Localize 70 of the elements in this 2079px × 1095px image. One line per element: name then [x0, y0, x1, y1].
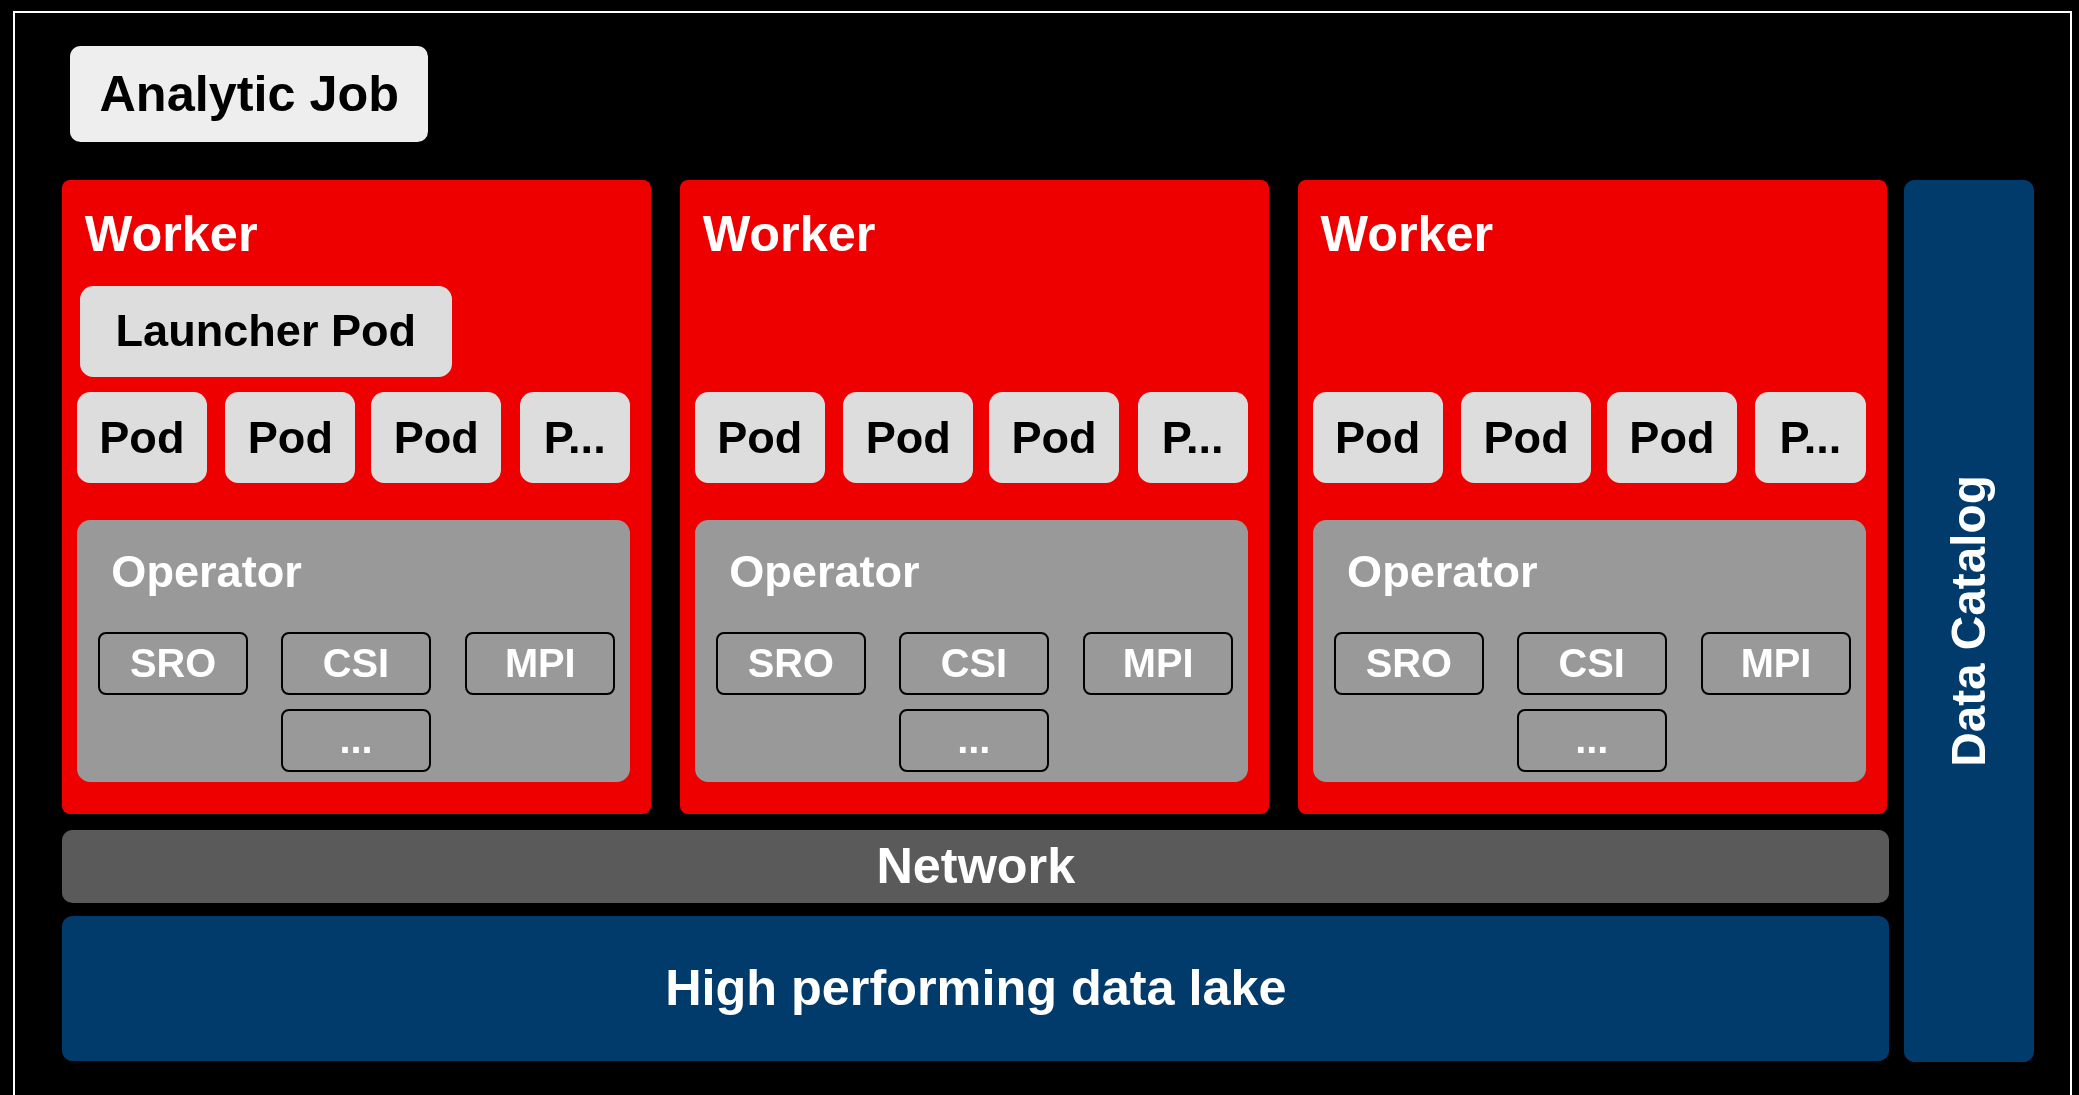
- module-box: [715, 632, 866, 695]
- network-bar: [62, 830, 1890, 903]
- data-catalog-bar: [1903, 180, 2034, 1063]
- pod-box: [1137, 392, 1248, 483]
- module-label: ...: [1575, 720, 1609, 761]
- pod-box: [694, 392, 825, 483]
- pod-box: [371, 392, 502, 483]
- module-label: ...: [339, 720, 373, 761]
- pod-label: Pod: [1335, 415, 1421, 461]
- pod-label: Pod: [1483, 415, 1569, 461]
- module-label: SRO: [747, 643, 834, 684]
- pod-box: [1461, 392, 1592, 483]
- pod-box: [1606, 392, 1737, 483]
- module-box: [281, 632, 431, 695]
- pod-box: [76, 392, 207, 483]
- launcher-pod-box: [79, 286, 453, 377]
- pod-label: Pod: [865, 415, 951, 461]
- worker-panel: [1298, 180, 1887, 815]
- pod-label: Pod: [1629, 415, 1715, 461]
- module-label: SRO: [1365, 643, 1452, 684]
- module-box: [98, 632, 248, 695]
- module-box: [898, 632, 1049, 695]
- pod-box: [1755, 392, 1866, 483]
- data-lake-bar: [62, 916, 1890, 1061]
- pod-label: P...: [543, 415, 606, 461]
- network-label: Network: [876, 841, 1076, 892]
- module-label: MPI: [1122, 643, 1194, 684]
- pod-label: P...: [1161, 415, 1224, 461]
- pod-label: P...: [1779, 415, 1842, 461]
- module-box: [1701, 632, 1851, 695]
- pod-box: [519, 392, 630, 483]
- module-box: [1516, 709, 1667, 772]
- module-label: ...: [957, 720, 991, 761]
- module-label: SRO: [129, 643, 217, 684]
- module-label: CSI: [322, 643, 390, 684]
- pod-label: Launcher Pod: [115, 308, 417, 354]
- worker-title: Worker: [702, 209, 876, 260]
- worker-panel: [680, 180, 1269, 815]
- module-box: [465, 632, 616, 695]
- module-box: [898, 709, 1049, 772]
- operator-title: Operator: [111, 548, 302, 594]
- module-box: [1083, 632, 1234, 695]
- pod-label: Pod: [99, 415, 185, 461]
- pod-box: [225, 392, 356, 483]
- pod-box: [1312, 392, 1443, 483]
- module-label: MPI: [1740, 643, 1812, 684]
- pod-label: Pod: [1011, 415, 1097, 461]
- module-box: [281, 709, 431, 772]
- pod-box: [843, 392, 974, 483]
- job-label-box: [70, 46, 429, 142]
- pod-label: Pod: [717, 415, 803, 461]
- module-label: MPI: [504, 643, 576, 684]
- worker-title: Worker: [1320, 209, 1494, 260]
- module-label: CSI: [940, 643, 1007, 684]
- operator-title: Operator: [729, 548, 920, 594]
- operator-panel: [694, 519, 1248, 783]
- operator-panel: [1312, 519, 1866, 783]
- pod-label: Pod: [393, 415, 479, 461]
- module-box: [1516, 632, 1667, 695]
- data-catalog-label: Data Catalog: [1945, 475, 1993, 767]
- worker-title: Worker: [84, 209, 258, 260]
- worker-panel: [62, 180, 651, 815]
- data-lake-label: High performing data lake: [665, 963, 1287, 1014]
- operator-title: Operator: [1347, 548, 1538, 594]
- pod-label: Pod: [247, 415, 333, 461]
- pod-box: [989, 392, 1120, 483]
- job-title: Analytic Job: [99, 68, 399, 120]
- operator-panel: [76, 519, 630, 783]
- module-label: CSI: [1558, 643, 1625, 684]
- module-box: [1333, 632, 1484, 695]
